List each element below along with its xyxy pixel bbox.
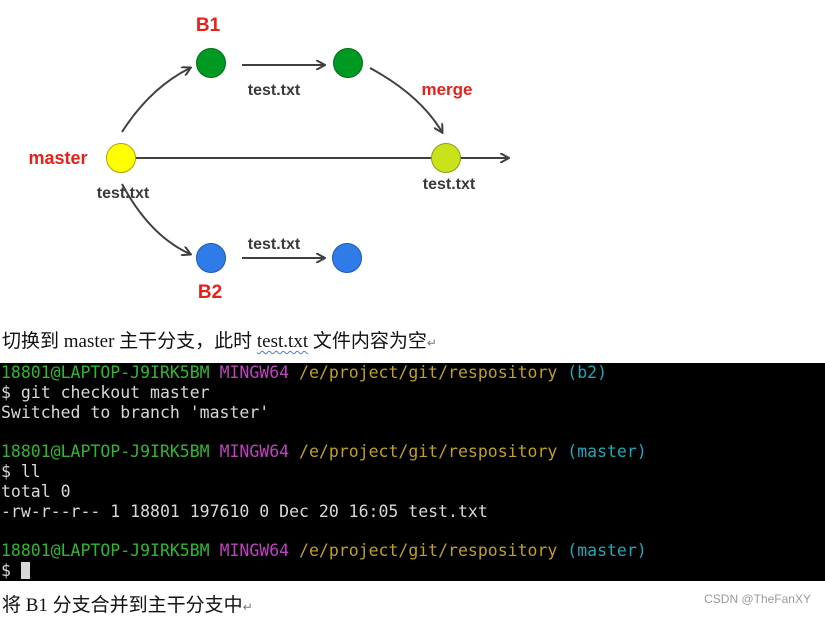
b1-node-1 <box>196 48 226 78</box>
prompt-path: /e/project/git/respository <box>299 363 558 382</box>
master-label: master <box>28 148 87 168</box>
terminal-cursor[interactable] <box>20 561 30 579</box>
merge-file-label: test.txt <box>423 176 476 193</box>
watermark: CSDN @TheFanXY <box>704 592 811 606</box>
terminal-prompt-line: 18801@LAPTOP-J9IRK5BM MINGW64 /e/project… <box>0 541 825 561</box>
b1-node-2 <box>333 48 363 78</box>
prompt-branch: (b2) <box>567 363 608 382</box>
para1-prefix: 切换到 master 主干分支，此时 <box>2 331 257 352</box>
prompt-user: 18801@LAPTOP-J9IRK5BM <box>1 363 210 382</box>
prompt-env: MINGW64 <box>219 363 290 382</box>
terminal-text-line <box>0 521 825 541</box>
terminal-prompt-symbol: $ <box>1 560 21 580</box>
terminal-output: 18801@LAPTOP-J9IRK5BM MINGW64 /e/project… <box>0 363 825 581</box>
terminal-prompt-line: 18801@LAPTOP-J9IRK5BM MINGW64 /e/project… <box>0 363 825 383</box>
terminal-text-line: -rw-r--r-- 1 18801 197610 0 Dec 20 16:05… <box>0 502 825 522</box>
terminal-text-line: $ ll <box>0 462 825 482</box>
merge-arrow <box>369 67 442 132</box>
b2-node-2 <box>332 243 362 273</box>
b2-node-1 <box>196 243 226 273</box>
para1-suffix: 文件内容为空 <box>308 331 427 352</box>
terminal-text-line: Switched to branch 'master' <box>0 403 825 423</box>
para2-text: 将 B1 分支合并到主干分支中 <box>2 595 243 616</box>
terminal-text: total 0 <box>1 481 71 501</box>
master-file-label: test.txt <box>97 185 150 202</box>
paragraph-mark-icon: ↵ <box>242 600 253 614</box>
merge-label: merge <box>421 80 472 99</box>
branch-arrow-to-b2 <box>121 183 190 254</box>
terminal-text: Switched to branch 'master' <box>1 402 270 422</box>
terminal-text: $ git checkout master <box>1 382 210 402</box>
para1-filename: test.txt <box>256 331 309 352</box>
prompt-path: /e/project/git/respository <box>299 442 558 462</box>
terminal-text-line: total 0 <box>0 482 825 502</box>
master-node <box>106 143 136 173</box>
prompt-user: 18801@LAPTOP-J9IRK5BM <box>1 442 210 462</box>
terminal-prompt-line: 18801@LAPTOP-J9IRK5BM MINGW64 /e/project… <box>0 442 825 462</box>
prompt-branch: (master) <box>567 442 647 462</box>
terminal-text: -rw-r--r-- 1 18801 197610 0 Dec 20 16:05… <box>1 501 488 521</box>
prompt-user: 18801@LAPTOP-J9IRK5BM <box>1 541 210 561</box>
terminal-text-line: $ git checkout master <box>0 383 825 403</box>
terminal-input-line: $ <box>0 561 825 581</box>
b2-file-label: test.txt <box>248 236 301 253</box>
prompt-env: MINGW64 <box>219 442 290 462</box>
branch-arrow-to-b1 <box>121 68 190 133</box>
prompt-env: MINGW64 <box>219 541 290 561</box>
prompt-path: /e/project/git/respository <box>299 541 558 561</box>
b1-file-label: test.txt <box>248 82 301 99</box>
paragraph-mark-icon: ↵ <box>426 336 437 350</box>
git-branch-diagram: B1 B2 master merge test.txt test.txt tes… <box>28 15 825 303</box>
merge-node <box>431 143 461 173</box>
terminal-text: $ ll <box>1 461 41 481</box>
terminal-text-line <box>0 422 825 442</box>
prompt-branch: (master) <box>567 541 647 561</box>
b1-label: B1 <box>196 15 221 36</box>
b2-label: B2 <box>198 282 222 303</box>
instruction-paragraph-2: 将 B1 分支合并到主干分支中↵ <box>2 590 253 617</box>
instruction-paragraph-1: 切换到 master 主干分支，此时 test.txt 文件内容为空↵ <box>2 326 437 353</box>
